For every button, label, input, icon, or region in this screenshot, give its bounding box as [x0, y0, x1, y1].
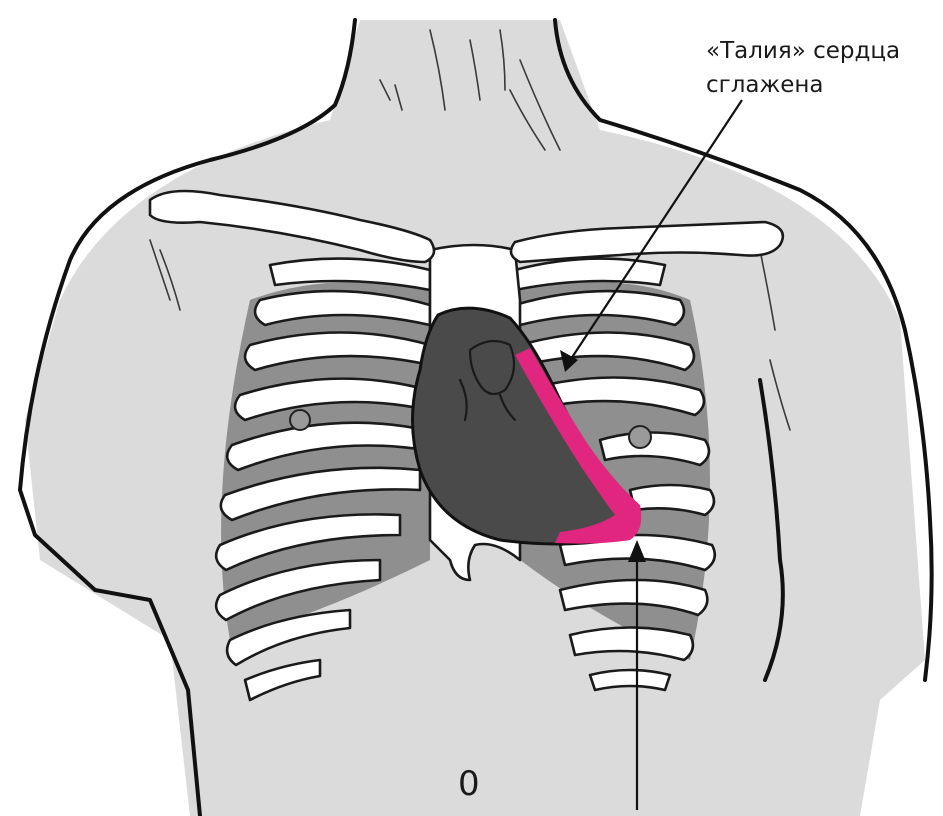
callout-label-line2: сглажена: [706, 72, 824, 98]
bottom-label: 0: [458, 764, 480, 804]
callout-label-line1: «Талия» сердца: [706, 38, 900, 64]
